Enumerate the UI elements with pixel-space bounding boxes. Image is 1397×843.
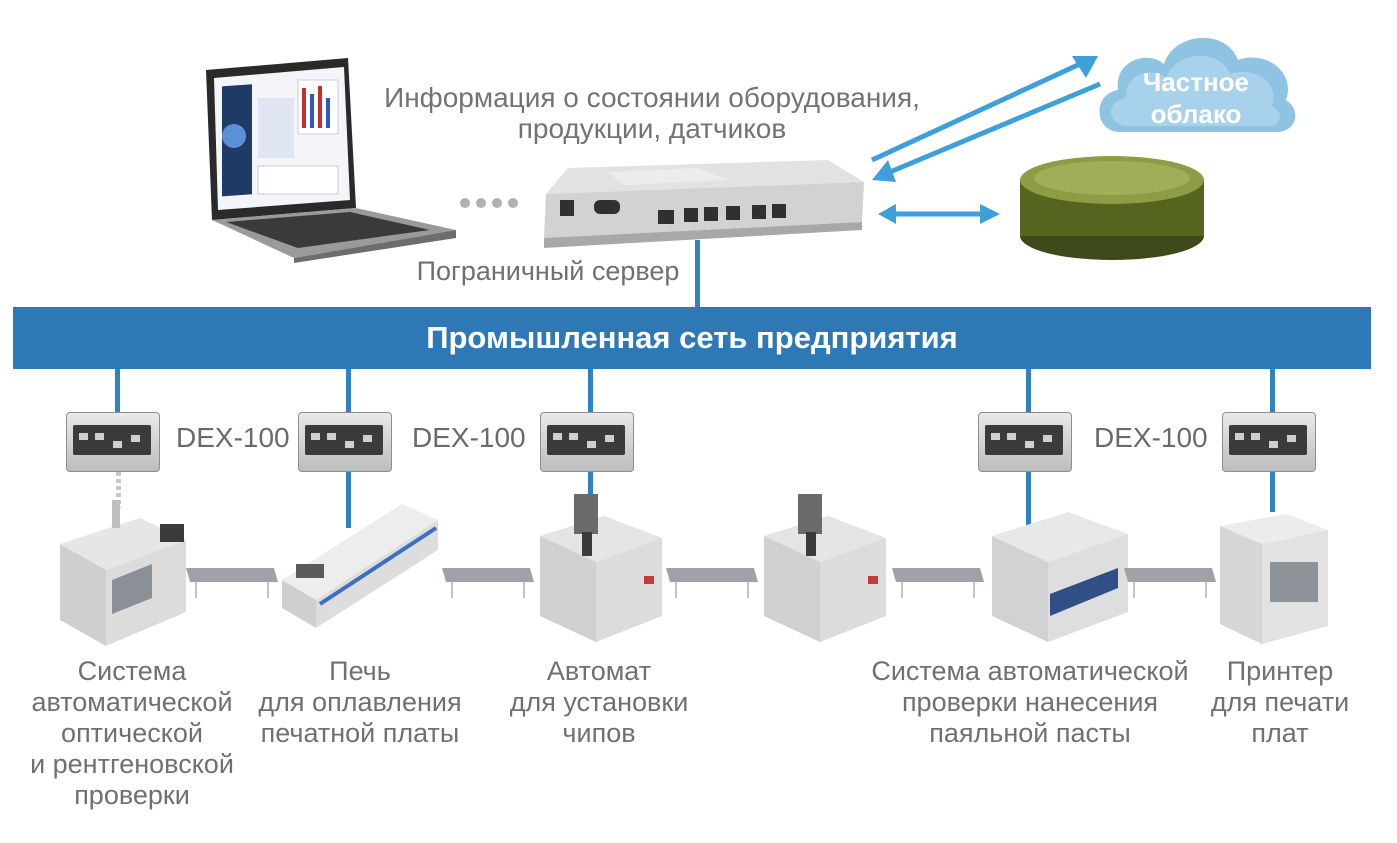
- connection-dots: [460, 198, 518, 208]
- dex-label-3: DEX-100: [1094, 422, 1208, 453]
- reflow-oven-icon: [282, 504, 438, 628]
- network-banner: Промышленная сеть предприятия: [13, 307, 1371, 369]
- dex-box-4: [978, 412, 1072, 472]
- conveyor-1: [186, 568, 278, 598]
- info-caption: Информация о состоянии оборудования, про…: [384, 82, 920, 144]
- cable-4: [1026, 472, 1031, 528]
- server-link: [695, 240, 700, 308]
- conveyor-5: [1124, 568, 1216, 598]
- dex-label-1: DEX-100: [176, 422, 290, 453]
- drop-line-2: [346, 369, 351, 414]
- machine-caption-reflow: Печь для оплавления печатной платы: [258, 656, 462, 748]
- cable-2: [346, 472, 351, 528]
- cable-3: [588, 472, 593, 502]
- machine-caption-aoi: Система автоматической оптической и рент…: [30, 656, 234, 810]
- data-flow-arrows: [870, 56, 1101, 224]
- database-icon: [1020, 156, 1204, 260]
- server-caption: Пограничный сервер: [416, 256, 680, 286]
- aoi-xray-machine-icon: [60, 500, 186, 646]
- dex-box-5: [1222, 412, 1316, 472]
- conveyor-4: [892, 568, 984, 598]
- pick-and-place-machine-icon: [540, 494, 662, 642]
- conveyor-2: [442, 568, 534, 598]
- dex-label-2: DEX-100: [412, 422, 526, 453]
- drop-line-5: [1270, 369, 1275, 414]
- dex-box-3: [540, 412, 634, 472]
- dex-box-1: [66, 412, 160, 472]
- machine-caption-printer: Принтер для печати плат: [1210, 656, 1350, 748]
- drop-line-3: [588, 369, 593, 414]
- machine-caption-spi: Система автоматической проверки нанесени…: [871, 656, 1189, 748]
- conveyor-3: [666, 568, 758, 598]
- cloud-label: Частное облако: [1143, 67, 1249, 129]
- stencil-printer-icon: [1220, 514, 1328, 644]
- edge-server-icon: [544, 160, 864, 248]
- pick-and-place-machine-2-icon: [764, 494, 886, 642]
- spi-machine-icon: [992, 512, 1128, 642]
- drop-line-4: [1026, 369, 1031, 414]
- laptop-icon: [206, 58, 456, 263]
- machine-caption-pick-place: Автомат для установки чипов: [509, 656, 689, 748]
- private-cloud-icon: [1099, 37, 1296, 133]
- drop-line-1: [115, 369, 120, 414]
- dex-box-2: [298, 412, 392, 472]
- cable-1: [116, 472, 121, 508]
- cable-5: [1270, 472, 1275, 512]
